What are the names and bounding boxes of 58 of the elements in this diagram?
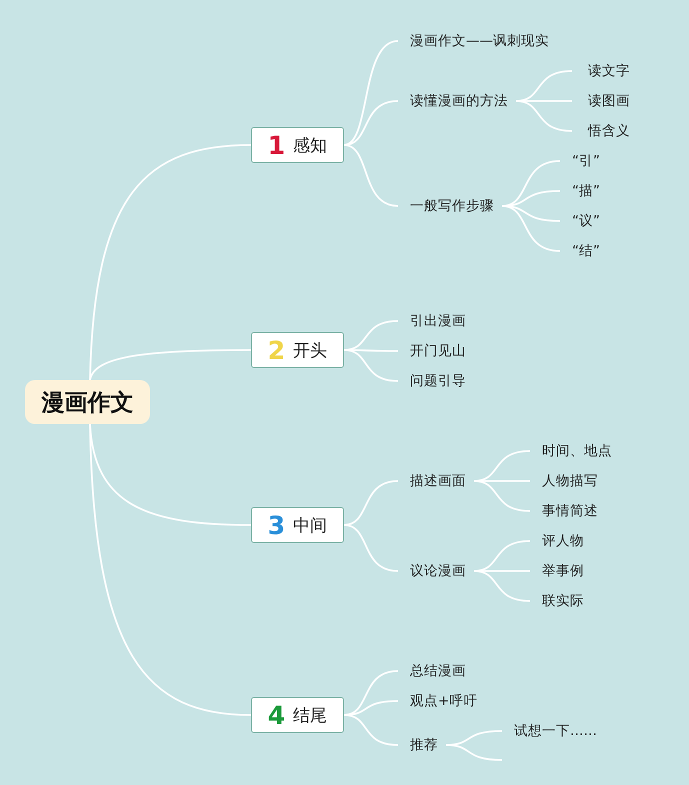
branch-label: “议” — [560, 212, 608, 230]
branch-label: 联实际 — [530, 592, 592, 610]
branch-label: 推荐 — [398, 736, 446, 754]
branch-line — [474, 570, 530, 572]
branch-line — [89, 349, 251, 380]
branch-label: 描述画面 — [398, 472, 474, 490]
branch-label: 人物描写 — [530, 472, 606, 490]
branch-line — [446, 744, 502, 761]
branch-line — [516, 100, 572, 132]
step-number: 1 — [268, 132, 286, 158]
branch-label: 漫画作文——讽刺现实 — [398, 32, 557, 50]
branch-label: 开门见山 — [398, 342, 474, 360]
branch-label: 读图画 — [572, 92, 638, 110]
branch-label: 总结漫画 — [398, 662, 474, 680]
branch-label: 问题引导 — [398, 372, 474, 390]
branch-label: 读懂漫画的方法 — [398, 92, 516, 110]
topic-box — [251, 697, 344, 733]
branch-line — [344, 524, 398, 572]
branch-line — [516, 100, 572, 102]
branch-line — [502, 205, 560, 252]
branch-label: 读文字 — [572, 62, 638, 80]
step-number: 2 — [268, 338, 286, 362]
branch-label: 议论漫画 — [398, 562, 474, 580]
branch-label: 时间、地点 — [530, 442, 620, 460]
topic-box — [251, 332, 344, 368]
branch-line — [344, 700, 398, 716]
branch-label: 观点+呼吁 — [398, 692, 486, 710]
topic-label: 中间 — [293, 514, 328, 536]
topic-label: 感知 — [293, 134, 328, 156]
branch-label: 一般写作步骤 — [398, 197, 502, 215]
topic-label: 开头 — [293, 340, 328, 362]
branch-label: 引出漫画 — [398, 312, 474, 330]
branch-line — [344, 144, 398, 207]
branch-label: 悟含义 — [572, 122, 638, 140]
branch-label: 举事例 — [530, 562, 592, 580]
branch-line — [344, 349, 398, 352]
branch-line — [344, 100, 398, 146]
branch-line — [474, 480, 530, 482]
topic-box — [251, 507, 344, 543]
central-topic: 漫画作文 — [25, 380, 150, 424]
branch-label: “引” — [560, 152, 608, 170]
step-number: 3 — [268, 512, 286, 538]
branch-line — [344, 40, 398, 146]
branch-line — [344, 480, 398, 526]
branch-line — [474, 570, 530, 602]
branch-line — [89, 424, 252, 716]
branch-label: 评人物 — [530, 532, 592, 550]
branch-line — [89, 144, 252, 380]
branch-label: “描” — [560, 182, 608, 200]
branch-line — [474, 480, 530, 512]
branch-label: 事情简述 — [530, 502, 606, 520]
step-number: 4 — [268, 702, 286, 728]
branch-line — [344, 349, 398, 382]
topic-label: 结尾 — [293, 704, 328, 726]
branch-line — [344, 714, 398, 746]
branch-label: “结” — [560, 242, 608, 260]
branch-label: 试想一下…… — [502, 722, 605, 740]
topic-box — [251, 127, 344, 163]
